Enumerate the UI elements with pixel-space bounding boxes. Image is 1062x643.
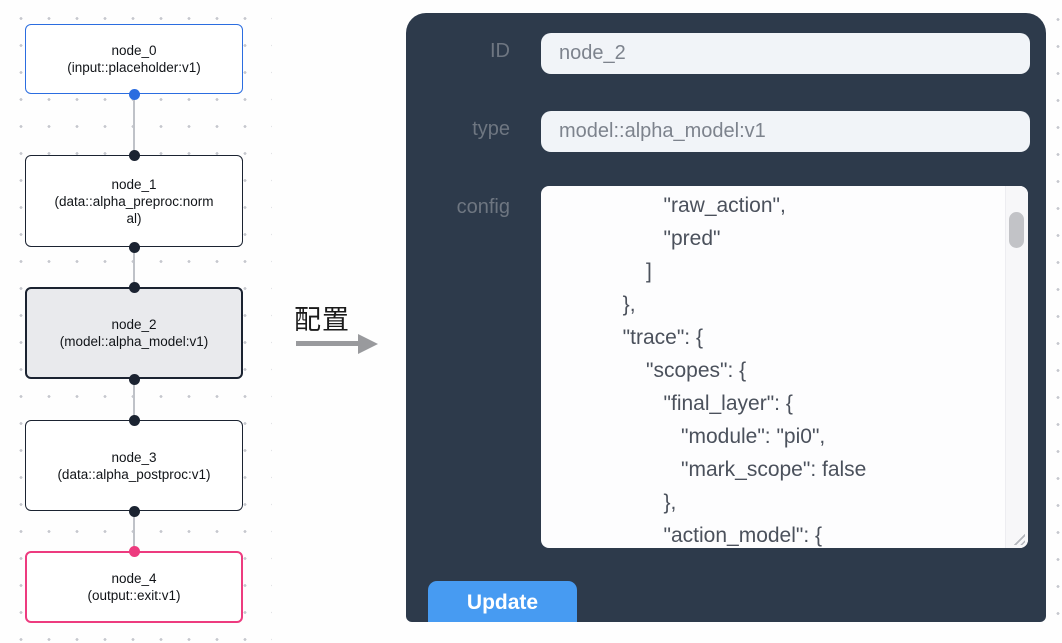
handle-node1-target[interactable] <box>128 149 140 161</box>
config-textarea[interactable]: "raw_action", "pred" ] }, "trace": { "sc… <box>541 186 1028 548</box>
flow-node-output[interactable]: node_4(output::exit:v1) <box>25 551 243 623</box>
handle-node0-source[interactable] <box>128 88 140 100</box>
arrow-line <box>296 341 358 346</box>
handle-node3-source[interactable] <box>128 505 140 517</box>
arrow-right-icon <box>358 333 378 354</box>
node-config-panel: ID type config "raw_action", "pred" ] },… <box>406 13 1046 622</box>
edge-node0-node1[interactable] <box>133 94 135 155</box>
type-input[interactable] <box>541 111 1030 152</box>
node-label: node_3(data::alpha_postproc:v1) <box>57 449 211 482</box>
config-field-label: config <box>456 196 510 218</box>
handle-node2-source[interactable] <box>128 373 140 385</box>
node-label: node_1(data::alpha_preproc:normal) <box>54 176 214 226</box>
type-field-label: type <box>472 118 510 140</box>
scrollbar-thumb[interactable] <box>1009 212 1024 248</box>
handle-node1-source[interactable] <box>128 241 140 253</box>
id-field-label: ID <box>490 40 510 62</box>
configure-annotation-label: 配置 <box>294 305 350 335</box>
node-label: node_2(model::alpha_model:v1) <box>59 317 209 349</box>
id-input[interactable] <box>541 33 1030 74</box>
handle-node3-target[interactable] <box>128 414 140 426</box>
edge-node1-node2[interactable] <box>133 247 135 287</box>
scrollbar-track[interactable] <box>1005 186 1028 548</box>
edge-node3-node4[interactable] <box>133 511 135 551</box>
handle-node2-target[interactable] <box>128 281 140 293</box>
flow-node-preproc[interactable]: node_1(data::alpha_preproc:normal) <box>25 155 243 247</box>
node-label: node_4(output::exit:v1) <box>87 571 181 603</box>
edge-node2-node3[interactable] <box>133 379 135 420</box>
update-button[interactable]: Update <box>428 581 577 622</box>
flow-node-input[interactable]: node_0(input::placeholder:v1) <box>25 24 243 94</box>
flow-node-model-selected[interactable]: node_2(model::alpha_model:v1) <box>25 287 243 379</box>
node-label: node_0(input::placeholder:v1) <box>67 43 201 75</box>
config-json-text: "raw_action", "pred" ] }, "trace": { "sc… <box>622 194 867 547</box>
handle-node4-target[interactable] <box>128 545 140 557</box>
flow-node-postproc[interactable]: node_3(data::alpha_postproc:v1) <box>25 420 243 511</box>
